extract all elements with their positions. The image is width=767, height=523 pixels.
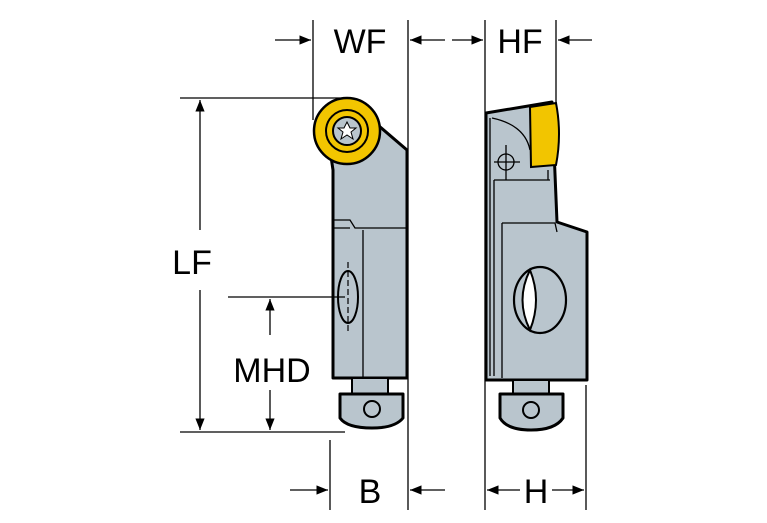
insert-ring [325, 109, 369, 153]
side-arc [491, 117, 531, 151]
side-nut [498, 392, 565, 432]
side-insert [528, 101, 560, 169]
side-body [484, 100, 589, 382]
mhd-label: MHD [233, 352, 310, 390]
side-nut-hole [522, 401, 540, 419]
lf-label: LF [172, 244, 212, 282]
wf-label: WF [334, 23, 387, 61]
side-hole-opening [521, 267, 537, 333]
h-label: H [524, 473, 549, 511]
front-nut [338, 392, 405, 430]
side-hole [512, 265, 568, 335]
b-label: B [359, 473, 382, 511]
side-stem [512, 379, 550, 395]
dimensions: WF HF LF MHD B H [172, 20, 592, 511]
extension-lines [312, 20, 587, 510]
front-view [312, 96, 409, 430]
front-step-line [333, 219, 407, 229]
front-nut-hole [363, 400, 381, 418]
side-step [502, 222, 558, 233]
horizontal-extension-lines [180, 97, 345, 433]
side-inner-lines [489, 118, 550, 376]
front-stem [351, 377, 389, 395]
torx-star-icon [336, 120, 358, 141]
side-view [484, 100, 589, 432]
hf-label: HF [497, 23, 542, 61]
